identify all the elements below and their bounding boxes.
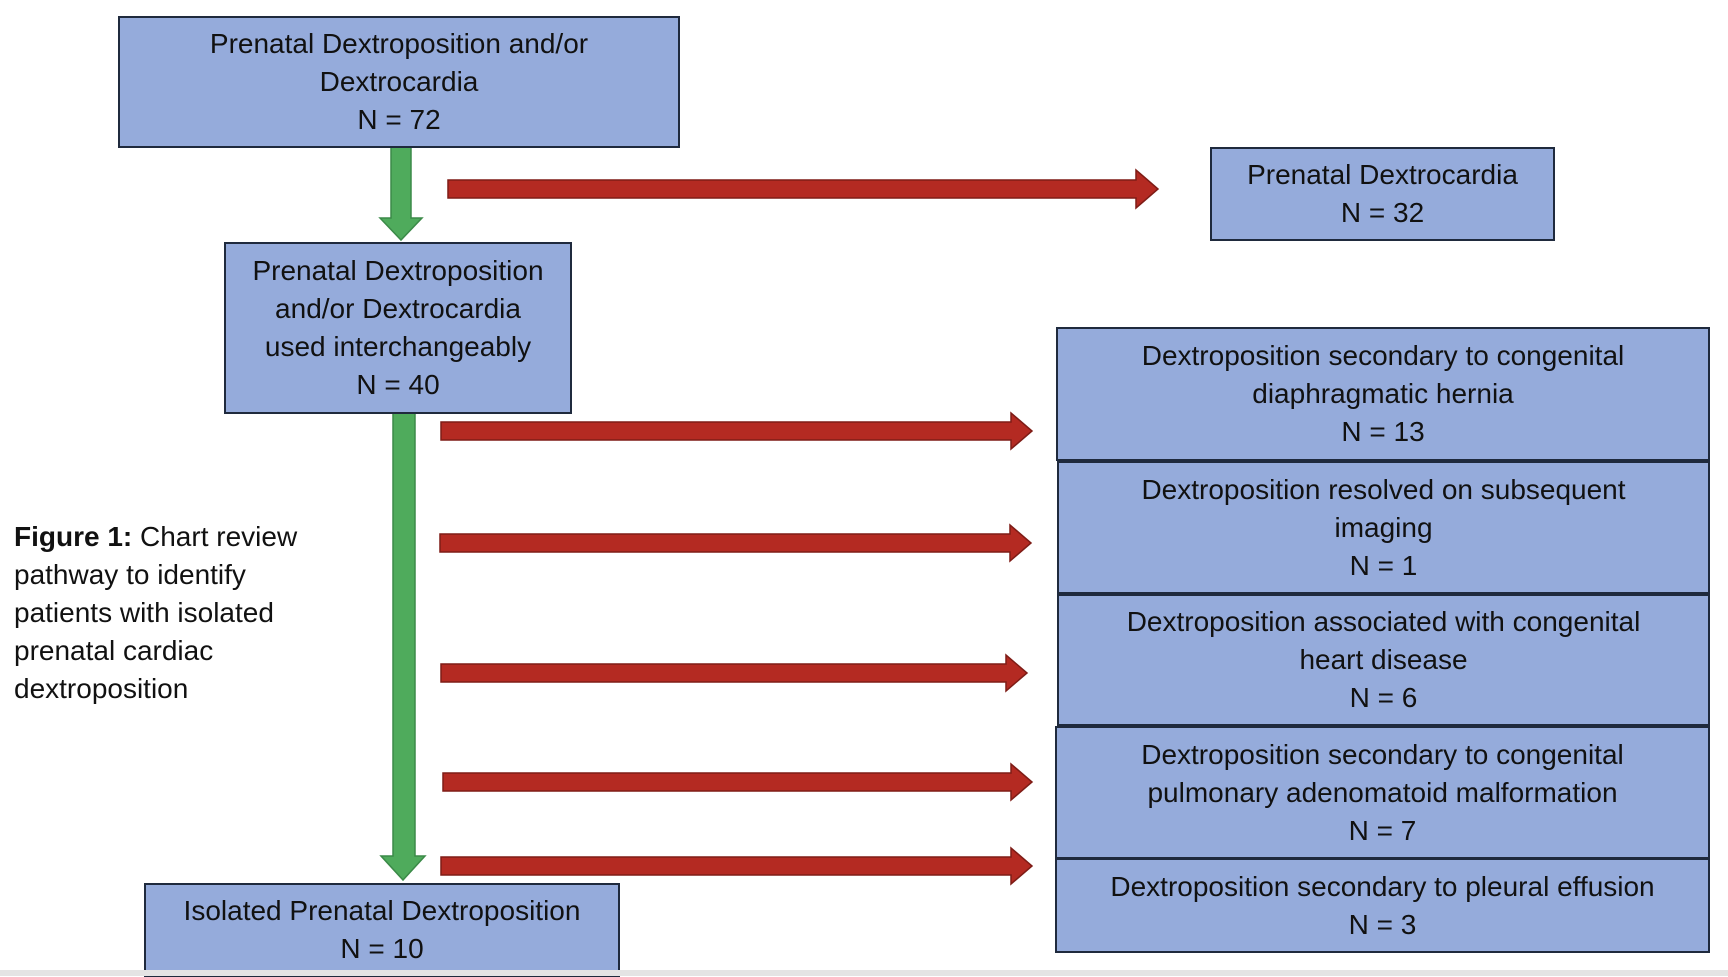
node-isolated: Isolated Prenatal Dextroposition N = 10 <box>144 883 620 977</box>
node-cdh-line1: Dextroposition secondary to congenital <box>1141 340 1625 371</box>
figure-caption-label: Figure 1: <box>14 521 133 552</box>
exclusion-arrow-resolved <box>439 523 1033 563</box>
node-cpam-count: N = 7 <box>1348 814 1417 846</box>
node-resolved-count: N = 1 <box>1349 549 1418 581</box>
inclusion-arrow-1 <box>378 146 424 242</box>
inclusion-arrow-2 <box>379 411 427 882</box>
node-resolved: Dextroposition resolved on subsequent im… <box>1057 461 1710 594</box>
node-cpam-line2: pulmonary adenomatoid malformation <box>1147 776 1618 808</box>
node-isolated-count: N = 10 <box>340 933 424 964</box>
node-start: Prenatal Dextroposition and/or Dextrocar… <box>118 16 680 148</box>
node-dextrocardia-line1: Prenatal Dextrocardia <box>1247 159 1518 190</box>
node-effusion-count: N = 3 <box>1348 908 1417 940</box>
node-cpam: Dextroposition secondary to congenital p… <box>1055 726 1710 859</box>
node-interchangeable-count: N = 40 <box>356 369 440 400</box>
exclusion-arrow-chd <box>440 653 1029 693</box>
node-isolated-line1: Isolated Prenatal Dextroposition <box>183 895 581 926</box>
node-cpam-line1: Dextroposition secondary to congenital <box>1141 738 1624 770</box>
exclusion-arrow-effusion <box>440 846 1034 886</box>
node-chd-line1: Dextroposition associated with congenita… <box>1126 606 1641 637</box>
node-interchangeable-line2: and/or Dextrocardia <box>275 293 521 324</box>
exclusion-arrow-cpam <box>442 762 1034 802</box>
node-start-line1: Prenatal Dextroposition and/or <box>209 28 589 59</box>
node-interchangeable-line3: used interchangeably <box>264 331 532 362</box>
node-start-count: N = 72 <box>357 104 441 135</box>
node-start-line2: Dextrocardia <box>319 66 479 97</box>
node-interchangeable: Prenatal Dextroposition and/or Dextrocar… <box>224 242 572 414</box>
node-dextrocardia-count: N = 32 <box>1340 197 1425 228</box>
node-cdh-line2: diaphragmatic hernia <box>1252 378 1514 409</box>
exclusion-arrow-cdh <box>440 411 1034 451</box>
node-chd-count: N = 6 <box>1349 682 1418 713</box>
bottom-edge-bar <box>0 970 1728 976</box>
node-chd: Dextroposition associated with congenita… <box>1057 594 1710 726</box>
exclusion-arrow-dextrocardia <box>447 168 1160 210</box>
figure-caption: Figure 1: Chart review pathway to identi… <box>14 518 314 708</box>
node-resolved-line2: imaging <box>1334 511 1433 543</box>
node-interchangeable-line1: Prenatal Dextroposition <box>252 255 544 286</box>
node-dextrocardia: Prenatal Dextrocardia N = 32 <box>1210 147 1555 241</box>
node-effusion-line1: Dextroposition secondary to pleural effu… <box>1110 870 1655 902</box>
node-cdh-count: N = 13 <box>1341 416 1425 447</box>
node-chd-line2: heart disease <box>1299 644 1468 675</box>
node-resolved-line1: Dextroposition resolved on subsequent <box>1141 473 1626 505</box>
figure-caption-text: Chart review pathway to identify patient… <box>14 521 298 704</box>
node-cdh: Dextroposition secondary to congenital d… <box>1056 327 1710 461</box>
node-effusion: Dextroposition secondary to pleural effu… <box>1055 858 1710 953</box>
